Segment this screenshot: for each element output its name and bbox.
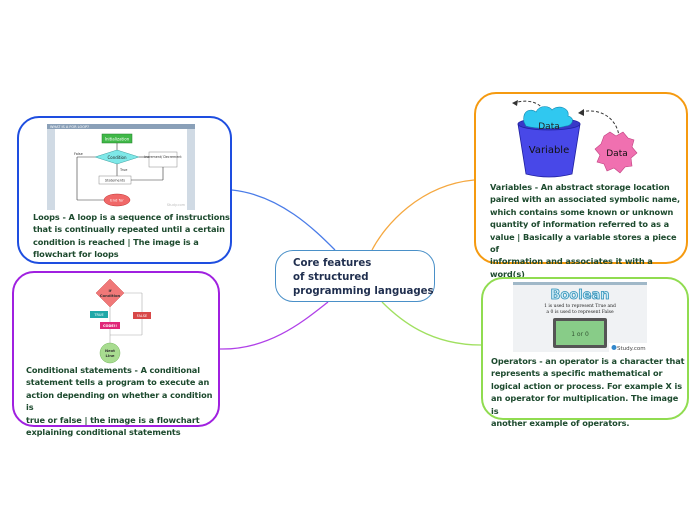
text-line: statement tells a program to execute an [26, 377, 210, 388]
boolean-screen-label: 1 or 0 [571, 331, 589, 338]
text-line: represents a specific mathematical or [491, 368, 663, 379]
loops-watermark: Study.com [167, 203, 186, 207]
text-line: information and associates it with a [490, 256, 653, 267]
variable-bucket-illustration: Data Variable Data [512, 100, 638, 178]
topic-loops[interactable]: WHAT IS A FOR LOOP? Initialization Condi… [17, 116, 232, 264]
condition-label: Condition [100, 293, 121, 298]
text-line: word(s) [490, 268, 525, 279]
line-label: Line [106, 353, 115, 358]
central-title-line: of structured [293, 272, 369, 283]
next-label: Next [105, 348, 115, 353]
loops-false-label: False [74, 152, 83, 156]
central-title-line: Core features [293, 258, 372, 269]
text-line: action depending on whether a condition … [26, 389, 213, 413]
connector-loops [231, 189, 336, 251]
variables-image: Data Variable Data [506, 96, 646, 180]
loops-condition-label: Condition [107, 155, 127, 160]
operators-description: Operators - an operator is a character t… [491, 355, 687, 429]
boolean-line-1: 1 is used to represent True and [544, 303, 616, 309]
if-label: If [108, 288, 111, 293]
text-line: Variables - An abstract storage location [490, 182, 670, 192]
loops-flowchart-image: WHAT IS A FOR LOOP? Initialization Condi… [47, 124, 195, 210]
bucket-inner-label: Data [538, 122, 560, 132]
text-line: Operators - an operator is a character t… [491, 356, 685, 366]
operators-image: Boolean 1 is used to represent True and … [513, 282, 647, 352]
text-line: explaining conditional statements [26, 427, 181, 438]
central-topic[interactable]: Core features of structured programming … [275, 250, 435, 302]
true-label: TRUE [93, 313, 103, 317]
text-line: Loops - A loop is a sequence of instruct… [33, 212, 230, 222]
conditional-flowchart: If Condition TRUE FALSE CODE!! Next Line [90, 278, 151, 364]
text-line: another example of operators. [491, 418, 630, 429]
text-line: logical action or process. For example X… [491, 380, 682, 391]
text-line: quantity of information referred to as a [490, 219, 670, 230]
loops-init-label: Initialization [105, 137, 130, 142]
topic-variables[interactable]: Data Variable Data Variables - An abstra… [474, 92, 688, 279]
boolean-slide: Boolean 1 is used to represent True and … [513, 282, 647, 352]
code-label: CODE!! [103, 324, 117, 328]
loops-description: Loops - A loop is a sequence of instruct… [33, 211, 230, 261]
loops-increment-label: Increment/ Decrement [144, 155, 182, 159]
connector-variables [371, 179, 475, 251]
text-line: an operator for multiplication. The imag… [491, 393, 679, 416]
variables-description: Variables - An abstract storage location… [490, 181, 686, 280]
conditional-description: Conditional statements - A conditional s… [26, 364, 218, 438]
text-line: Conditional statements - A conditional [26, 365, 200, 375]
loops-image-header: WHAT IS A FOR LOOP? [50, 125, 89, 129]
text-line: paired with an associated symbolic name, [490, 194, 681, 205]
boolean-line-2: a 0 is used to represent False [546, 309, 614, 315]
connector-conditional [219, 301, 329, 350]
loops-end-label: End for [110, 198, 124, 203]
loops-true-label: True [119, 168, 127, 172]
loops-flowchart: WHAT IS A FOR LOOP? Initialization Condi… [47, 124, 195, 210]
boolean-title: Boolean [550, 288, 609, 303]
text-line: value | Basically a variable stores a pi… [490, 231, 677, 255]
text-line: condition is reached | The image is a [33, 236, 199, 247]
central-topic-title: Core features of structured programming … [293, 257, 434, 299]
text-line: true or false | the image is a flowchart [26, 414, 200, 425]
loops-statements-label: Statements [105, 179, 125, 183]
text-line: that is continually repeated until a cer… [33, 224, 225, 235]
topic-operators[interactable]: Boolean 1 is used to represent True and … [481, 277, 689, 428]
central-title-line: programming languages [293, 286, 434, 297]
false-label: FALSE [137, 314, 147, 318]
text-line: which contains some known or unknown [490, 206, 674, 217]
conditional-flowchart-image: If Condition TRUE FALSE CODE!! Next Line [82, 277, 162, 365]
connector-operators [381, 301, 482, 346]
topic-conditional-statements[interactable]: If Condition TRUE FALSE CODE!! Next Line… [12, 271, 220, 437]
data-blob-label: Data [606, 149, 628, 159]
study-watermark: Study.com [617, 346, 646, 352]
bucket-label: Variable [529, 145, 570, 156]
text-line: flowchart for loops [33, 249, 119, 260]
